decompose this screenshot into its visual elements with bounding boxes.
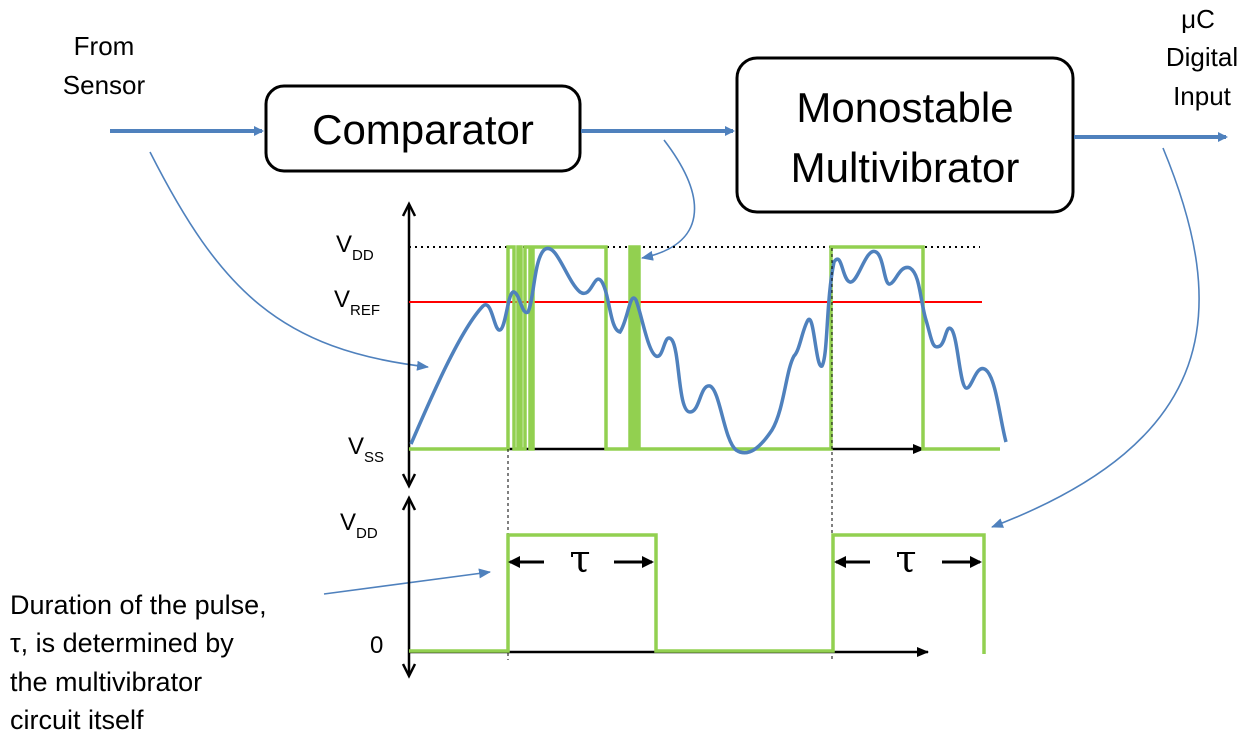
- output-label-line-3: Input: [1173, 81, 1232, 111]
- top-vss-label: VSS: [348, 433, 384, 466]
- top-plot-y-axis-arrow-up: [401, 201, 417, 217]
- bottom-plot-y-axis-arrow-up: [401, 495, 417, 511]
- multivibrator-label-line-2: Multivibrator: [791, 144, 1020, 191]
- caption-callout-line: [323, 568, 491, 595]
- output-callout-curve: [991, 147, 1200, 528]
- output-label-line-1: μC: [1181, 4, 1215, 34]
- pulse-output-waveform: [409, 533, 986, 654]
- caption-line-4: circuit itself: [10, 705, 144, 735]
- bottom-zero-label: 0: [370, 632, 383, 659]
- caption-line-1: Duration of the pulse,: [10, 590, 267, 620]
- sensor-analog-signal: [409, 246, 1008, 455]
- comparator-block: [264, 84, 582, 173]
- bottom-vdd-label: VDD: [340, 509, 378, 542]
- output-label-line-2: Digital: [1166, 42, 1238, 72]
- comparator-label: Comparator: [312, 106, 534, 153]
- comparator-callout-curve: [641, 139, 696, 261]
- top-vref-label: VREF: [334, 286, 380, 319]
- multivibrator-output-plot: VDD 0 τ τ: [340, 495, 986, 679]
- caption-line-3: the multivibrator: [10, 667, 202, 697]
- multivibrator-block: [735, 56, 1075, 214]
- comparator-waveform-plot: VDD VREF VSS: [334, 201, 1008, 660]
- top-plot-y-axis-arrow-down: [401, 473, 417, 489]
- sensor-callout-curve: [149, 151, 429, 371]
- tau-2-label: τ: [895, 537, 916, 581]
- bottom-plot-y-axis-arrow-down: [401, 663, 417, 679]
- multivibrator-label-line-1: Monostable: [796, 84, 1013, 131]
- top-vdd-label: VDD: [336, 231, 374, 264]
- comparator-output-waveform: [409, 245, 1000, 451]
- input-label-line-1: From: [74, 31, 135, 61]
- input-label-line-2: Sensor: [63, 70, 146, 100]
- tau-1-label: τ: [569, 537, 590, 581]
- caption-line-2: τ, is determined by: [10, 628, 234, 658]
